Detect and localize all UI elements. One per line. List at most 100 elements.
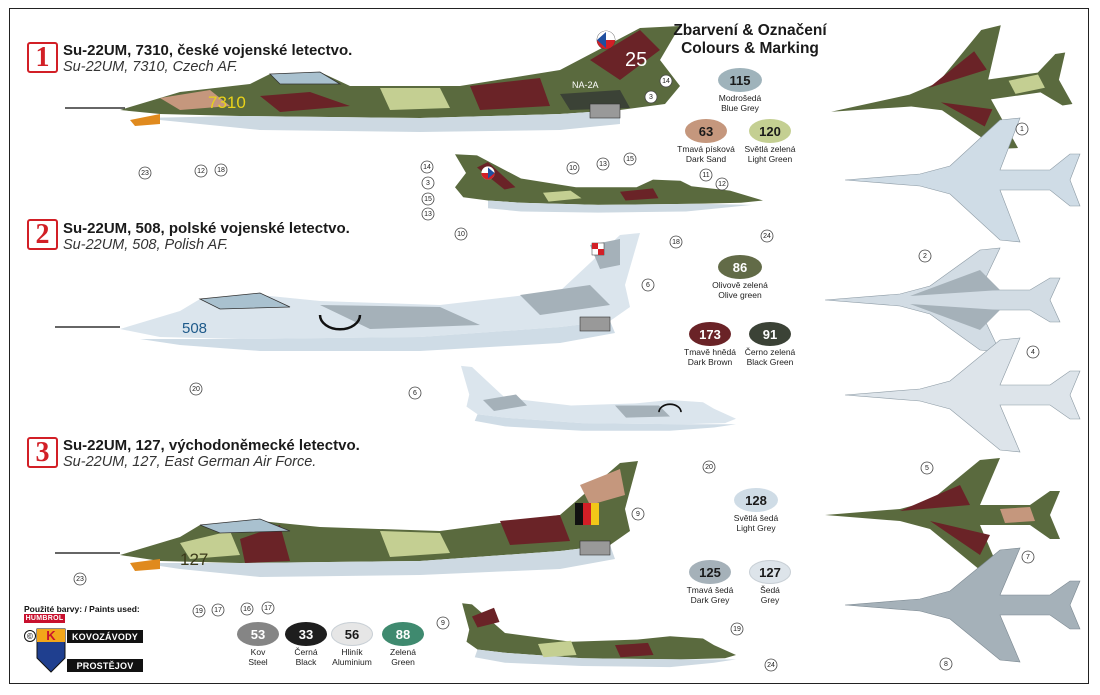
callout-czech-small-side: 10 (454, 227, 468, 241)
sheet-frame (9, 8, 1089, 684)
callout-czech-side: 3 (644, 90, 658, 104)
scheme-title-en: Su-22UM, 508, Polish AF. (63, 237, 229, 253)
colour-chip-128: 128 (734, 488, 778, 512)
callout-number: 12 (197, 168, 205, 175)
german-nose-number: 127 (180, 550, 208, 569)
colour-chip-63: 63 (685, 119, 727, 143)
callout-german-small-side: 19 (730, 622, 744, 636)
callout-number: 6 (413, 390, 417, 397)
callout-circle (261, 601, 275, 615)
callout-circle (669, 235, 683, 249)
callout-circle (454, 227, 468, 241)
callout-czech-small-side: 14 (420, 160, 434, 174)
callout-number: 8 (944, 661, 948, 668)
prostejov-label: PROSTĚJOV (67, 659, 143, 672)
scheme-title-cz: Su-22UM, 127, východoněmecké letectvo. (63, 437, 360, 454)
scheme-number-badge: 2 (27, 219, 58, 250)
callout-czech-small-side: 13 (421, 207, 435, 221)
colour-name-en: Dark Brown (687, 357, 733, 367)
colour-name-en: Dark Sand (685, 154, 727, 164)
callout-number: 24 (763, 233, 771, 240)
colour-chip-53: 53 (237, 622, 279, 646)
callout-czech-small-side: 15 (421, 192, 435, 206)
scheme-title-en: Su-22UM, 7310, Czech AF. (63, 59, 238, 75)
callout-circle (939, 657, 953, 671)
planform-czech-bottom (844, 117, 1081, 243)
callout-czech-small-side: 11 (699, 168, 713, 182)
colour-name-cz: Tmavá šedá (686, 585, 734, 595)
callout-czech-small-side: 24 (760, 229, 774, 243)
callout-circle (1026, 345, 1040, 359)
colour-name-cz: Kov (250, 647, 266, 657)
callout-circle (702, 460, 716, 474)
callout-number: 18 (217, 167, 225, 174)
colour-chip-88: 88 (382, 622, 424, 646)
czech-small-side-view (455, 154, 763, 213)
callout-number: 2 (923, 253, 927, 260)
colour-chip-56: 56 (331, 622, 373, 646)
callout-polish-small-side: 20 (702, 460, 716, 474)
scheme-number-badge: 1 (27, 42, 58, 73)
callout-circle (194, 164, 208, 178)
callout-circle (659, 74, 673, 88)
kovozavody-label: KOVOZÁVODY (67, 630, 143, 643)
callout-number: 20 (192, 386, 200, 393)
colour-name-cz: Tmavá písková (677, 144, 735, 154)
colour-chip-115: 115 (718, 68, 762, 92)
colour-name-cz: Světlá šedá (733, 513, 779, 523)
colour-name-cz: Šedá (760, 585, 780, 595)
callout-number: 15 (626, 156, 634, 163)
callout-circle (918, 249, 932, 263)
callout-number: 3 (426, 180, 430, 187)
callout-circle (730, 622, 744, 636)
paints-used-label: Použité barvy: / Paints used: (24, 604, 140, 614)
callout-number: 9 (441, 620, 445, 627)
callout-czech-small-side: 12 (715, 177, 729, 191)
callout-planforms: 5 (920, 461, 934, 475)
callout-circle (715, 177, 729, 191)
callout-number: 20 (705, 464, 713, 471)
callout-number: 4 (1031, 349, 1035, 356)
callout-circle (421, 207, 435, 221)
callout-german-small-side: 24 (764, 658, 778, 672)
callout-circle (596, 157, 610, 171)
colour-name-en: Light Green (747, 154, 793, 164)
colour-name-cz: Černo zelená (744, 347, 796, 357)
copyright-icon: © (24, 630, 36, 642)
callout-circle (240, 602, 254, 616)
callout-circle (920, 461, 934, 475)
callout-circle (138, 166, 152, 180)
colour-name-cz: Hliník (341, 647, 363, 657)
callout-circle (192, 604, 206, 618)
scheme-number-badge: 3 (27, 437, 58, 468)
colours-heading-cz: Zbarvení & Označení (673, 22, 827, 39)
callout-planforms: 4 (1026, 345, 1040, 359)
callout-number: 13 (599, 161, 607, 168)
colour-name-en: Black Green (746, 357, 794, 367)
colour-name-cz: Olivově zelená (712, 280, 768, 290)
polish-side-view: 508 (55, 233, 640, 351)
colour-chip-91: 91 (749, 322, 791, 346)
scheme-title-cz: Su-22UM, 7310, české vojenské letectvo. (63, 42, 353, 59)
callout-circle (408, 386, 422, 400)
callout-planforms: 8 (939, 657, 953, 671)
callout-circle (760, 229, 774, 243)
callout-circle (764, 658, 778, 672)
colour-name-en: Black (295, 657, 317, 667)
german-side-view: 127 (55, 461, 638, 577)
colour-chip-125: 125 (689, 560, 731, 584)
colour-name-cz: Zelená (390, 647, 416, 657)
colours-heading-en: Colours & Marking (681, 40, 819, 57)
callout-number: 10 (569, 165, 577, 172)
planform-german-bottom (844, 547, 1081, 663)
callout-number: 16 (243, 606, 251, 613)
callout-circle (421, 176, 435, 190)
k-letter: K (46, 628, 56, 643)
callout-number: 7 (1026, 554, 1030, 561)
callout-german-side: 17 (261, 601, 275, 615)
callout-number: 23 (76, 576, 84, 583)
colour-chip-86: 86 (718, 255, 762, 279)
